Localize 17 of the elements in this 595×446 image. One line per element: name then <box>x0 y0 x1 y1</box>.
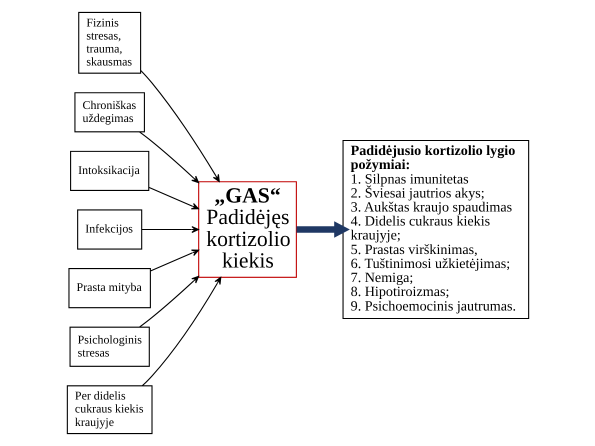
node-box: Fizinis stresas, trauma, skausmas <box>78 12 141 74</box>
node-box: Padidėjusio kortizolio lygio požymiai: 1. Silpnas imunitetas 2. Šviesai jautrios akys; 3. Aukštas kraujo spaudimas 4. Didelis cukraus kiekis kraujyje; 5. Prastas virškinimas, 6. Tuštinimosi užkietėjimas; 7. Nemiga; 8. Hipotiroizmas; 9. Psichoemocinis jautrumas. <box>342 140 529 320</box>
arrow <box>148 186 198 210</box>
node-box: „GAS“ Padidėjęs kortizolio kiekis <box>198 181 296 278</box>
node-box: Intoksikacija <box>70 150 149 191</box>
arrow <box>141 276 221 386</box>
arrow <box>140 70 220 182</box>
arrow <box>138 132 199 184</box>
arrow <box>141 226 198 233</box>
node-box: Prasta mityba <box>68 268 150 308</box>
node-box: Chroniškas uždegimas <box>74 92 144 132</box>
arrow <box>138 276 199 328</box>
arrow <box>150 250 199 272</box>
arrow <box>296 221 350 238</box>
node-box: Psichologinis stresas <box>69 326 150 367</box>
node-box: Infekcijos <box>76 209 142 250</box>
node-box: Per didelis cukraus kiekis kraujyje <box>66 385 152 434</box>
